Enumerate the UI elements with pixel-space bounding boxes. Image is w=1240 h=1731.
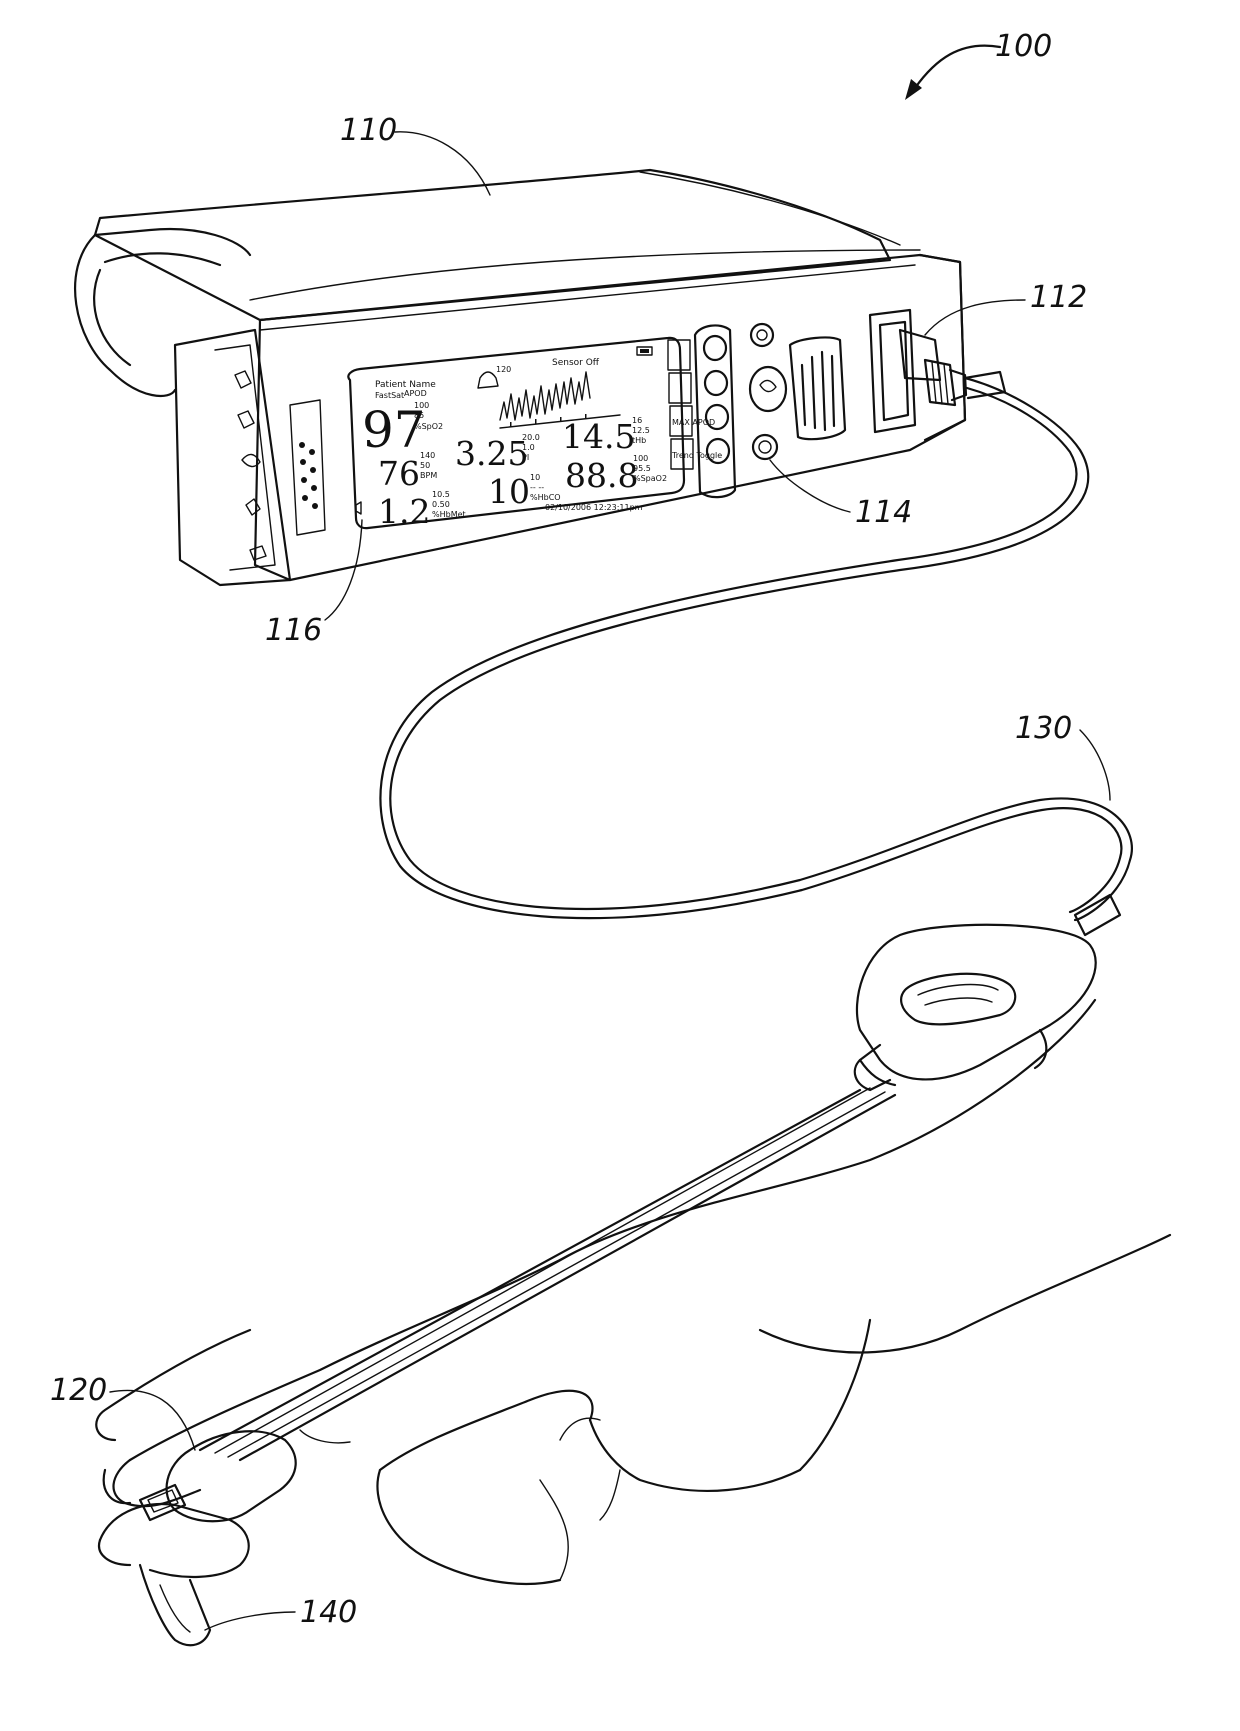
ref-130-group: 130 [1015,711,1110,800]
connector-port-112 [870,310,966,432]
screen-bpm-label: BPM [420,471,437,480]
screen-pi-hi: 20.0 [522,433,540,442]
ref-112-label: 112 [1030,280,1087,315]
ref-120-group: 120 [50,1373,195,1450]
screen-hbco-hi: 10 [530,473,540,482]
screen-hbmet-label: %HbMet [432,510,466,519]
bumper-icon-4 [246,499,260,515]
screen-spao2: 88.8 [565,456,638,495]
ref-140-label: 140 [300,1595,357,1630]
ref-140-group: 140 [205,1595,357,1630]
bumper-icon-2 [238,411,254,428]
screen-pi: 3.25 [455,434,528,473]
left-grille-dots [299,442,318,509]
ref-114-group: 114 [770,460,912,530]
hand [96,1000,1170,1584]
ref-116-group: 116 [265,520,362,648]
sensor-connector [855,925,1096,1090]
monitor-110: Patient Name FastSat APOD 120 Sensor Off… [75,170,966,585]
screen-apod: APOD [404,389,427,398]
ref-110-group: 110 [340,113,490,195]
bumper-icon-5 [250,546,266,560]
ref-120-label: 120 [50,1373,107,1408]
bumper-icon-1 [235,371,251,388]
ref-114-label: 114 [855,495,912,530]
side-button-1[interactable] [704,336,726,360]
screen-fastsat: FastSat [375,391,404,400]
screen-spo2-lo: 85 [414,411,424,420]
screen-thb-label: tHb [632,436,646,445]
screen-pi-label: PI [522,453,529,462]
screen-bpm-hi: 140 [420,451,435,460]
ref-130-label: 130 [1015,711,1072,746]
screen-thb-lo: 12.5 [632,426,650,435]
ref-112-group: 112 [925,280,1087,335]
screen-bpm-lo: 50 [420,461,430,470]
screen-datetime: 02/10/2006 12:23:11pm [545,503,643,512]
heart-icon [760,380,776,391]
screen-alarm-value: 120 [496,365,511,374]
screen-hbco: 10 [488,472,530,511]
screen-spao2-hi: 100 [633,454,648,463]
screen-thb: 14.5 [562,417,635,456]
screen-pi-lo: 1.0 [522,443,535,452]
ref-116-label: 116 [265,613,322,648]
screen-hbco-lo: -- -- [530,483,544,492]
screen-hbmet-lo: 0.50 [432,500,450,509]
power-button[interactable] [751,324,773,346]
bumper-icons [235,371,266,560]
ref-100-label: 100 [995,29,1052,64]
screen-hbco-label: %HbCO [530,493,561,502]
screen-hbmet-hi: 10.5 [432,490,450,499]
screen-spo2-hi: 100 [414,401,429,410]
ref-110-label: 110 [340,113,397,148]
sensor-flex [200,1088,895,1460]
screen-spao2-label: %SpaO2 [633,474,667,483]
softkey-4-label: Trend Toggle [671,451,722,460]
alarm-silence-button[interactable] [750,367,786,411]
screen-spo2-label: %SpO2 [414,422,443,431]
screen-spao2-lo: 95.5 [633,464,651,473]
screen-hbmet: 1.2 [378,492,430,531]
side-button-2[interactable] [705,371,727,395]
alarm-bell-icon [478,372,498,388]
side-button-3[interactable] [706,405,728,429]
screen-thb-hi: 16 [632,416,642,425]
ref-100-group: 100 [905,29,1052,100]
speaker-grille [790,338,845,440]
screen-bpm: 76 [378,454,420,493]
pleth-waveform [500,372,590,420]
speaker-icon [356,502,361,514]
button-114[interactable] [753,435,777,459]
screen-sensor-status: Sensor Off [552,358,600,368]
